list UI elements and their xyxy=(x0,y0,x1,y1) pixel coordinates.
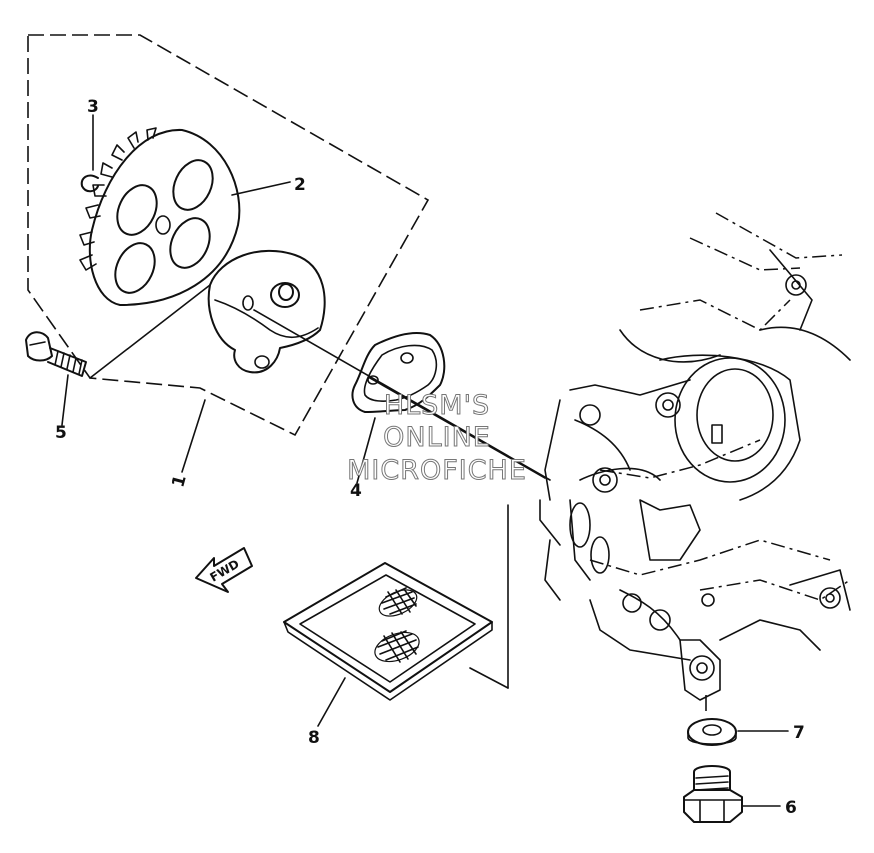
callout-7: 7 xyxy=(793,723,805,743)
watermark-line-3: MICROFICHE xyxy=(347,455,527,486)
oil-strainer xyxy=(283,562,493,701)
strainer-mesh xyxy=(374,587,420,663)
callout-2: 2 xyxy=(294,175,306,195)
callout-4: 4 xyxy=(350,481,362,501)
crankcase-outline xyxy=(539,212,851,715)
watermark: HLSM'S ONLINE MICROFICHE xyxy=(347,390,527,487)
drain-plug-bolt xyxy=(683,765,743,823)
oil-pump-body xyxy=(207,249,326,374)
oil-pump-driven-gear xyxy=(79,127,241,306)
oil-pump-assembly-boundary xyxy=(27,34,430,437)
leader-lines xyxy=(61,114,789,807)
oil-pump-gasket xyxy=(351,332,446,413)
callout-6: 6 xyxy=(785,798,797,818)
drain-plug-washer xyxy=(687,718,737,746)
circlip xyxy=(80,174,99,193)
callout-8: 8 xyxy=(308,728,320,748)
forward-direction-arrow: FWD xyxy=(195,547,253,593)
callout-3: 3 xyxy=(87,97,99,117)
pump-mounting-bolt xyxy=(25,331,87,377)
watermark-line-2: ONLINE xyxy=(383,422,491,453)
callout-5: 5 xyxy=(55,423,67,443)
watermark-line-1: HLSM'S xyxy=(384,390,490,421)
callout-1: 1 xyxy=(168,473,190,490)
callouts: 1 2 3 4 5 6 7 8 xyxy=(55,97,805,818)
